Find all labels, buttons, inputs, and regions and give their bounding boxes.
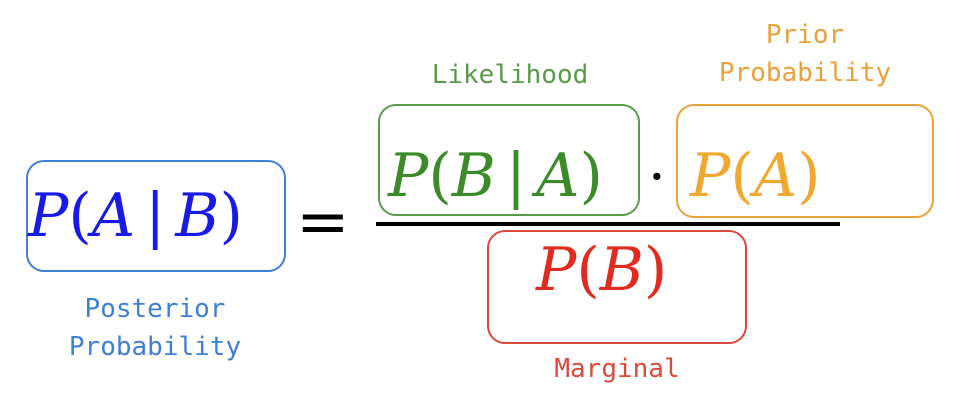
equals-sign: =: [296, 185, 350, 259]
multiply-dot: ·: [648, 145, 666, 210]
posterior-label-line2: Probability: [68, 332, 242, 362]
posterior-label-line1: Posterior: [84, 294, 226, 324]
posterior-given-bar: |: [145, 181, 166, 251]
prior-label-line2: Probability: [718, 58, 892, 88]
marginal-box: [487, 230, 747, 344]
posterior-open-paren: (: [68, 181, 92, 251]
prior-term: P(A): [690, 146, 821, 206]
prior-close-paren: ): [797, 141, 821, 211]
prior-label: Prior Probability: [690, 16, 920, 92]
posterior-term: P(A|B): [28, 186, 243, 246]
likelihood-given-bar: |: [505, 141, 527, 211]
posterior-close-paren: ): [219, 181, 243, 251]
likelihood-close-paren: ): [579, 141, 603, 211]
marginal-close-paren: ): [643, 235, 668, 305]
likelihood-a: A: [536, 141, 580, 211]
prior-open-paren: (: [730, 141, 754, 211]
posterior-b: B: [175, 181, 220, 251]
posterior-p: P: [28, 181, 69, 251]
prior-p: P: [690, 141, 731, 211]
likelihood-label: Likelihood: [431, 60, 589, 90]
marginal-b: B: [599, 235, 644, 305]
likelihood-p: P: [388, 141, 429, 211]
prior-label-line1: Prior: [765, 20, 845, 50]
marginal-label: Marginal: [554, 354, 680, 384]
likelihood-box: [378, 104, 640, 216]
marginal-open-paren: (: [576, 235, 600, 305]
posterior-box: [26, 160, 286, 272]
marginal-p: P: [536, 235, 577, 305]
fraction-bar: [376, 222, 840, 226]
posterior-label: Posterior Probability: [40, 290, 270, 366]
likelihood-b: B: [451, 141, 496, 211]
prior-a: A: [753, 141, 798, 211]
likelihood-open-paren: (: [428, 141, 452, 211]
likelihood-term: P(B|A): [388, 146, 603, 206]
marginal-term: P(B): [536, 240, 667, 300]
prior-box: [676, 104, 934, 218]
posterior-a: A: [91, 181, 136, 251]
